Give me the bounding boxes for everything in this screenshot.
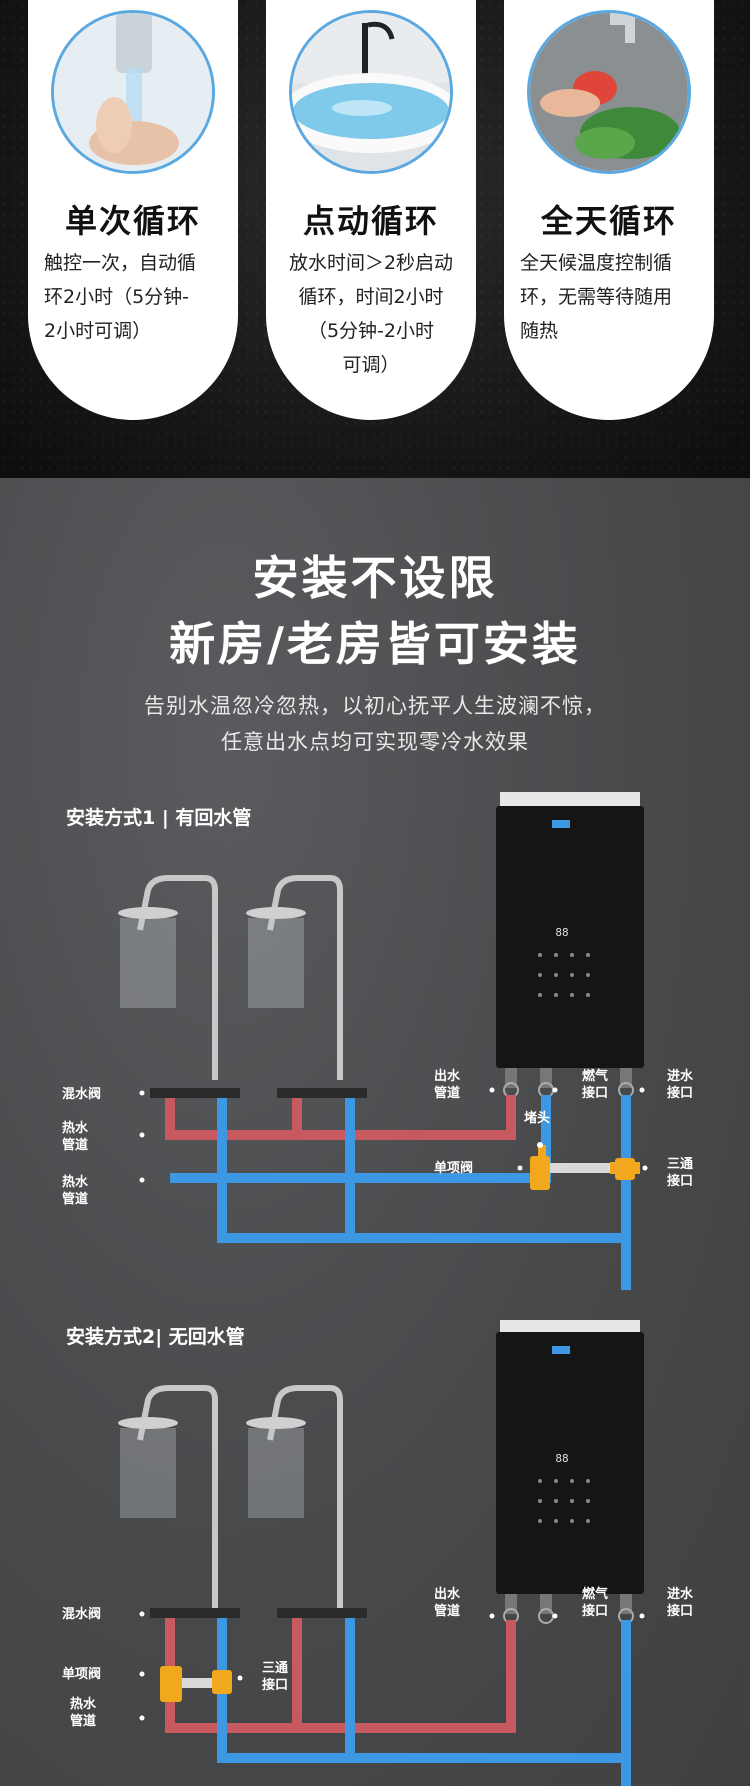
headline-line1: 安装不设限 [252, 551, 498, 605]
label-hot-pipe-2: 热水管道 [62, 1175, 89, 1207]
check-valve-icon [160, 1666, 182, 1702]
tee-connector-icon [212, 1670, 232, 1694]
mixer-valve-bar [277, 1608, 367, 1618]
label-inlet-port: 进水接口 [667, 1587, 694, 1619]
shower-head-icon [118, 1385, 218, 1608]
label-mix-valve: 混水阀 [62, 1607, 102, 1622]
cold-water-pipe [217, 1618, 631, 1786]
label-outlet-pipe: 出水管道 [434, 1069, 461, 1101]
label-hot-pipe: 热水管道 [62, 1121, 89, 1153]
shower-head-icon [246, 1385, 343, 1608]
subtitle-line2: 任意出水点均可实现零冷水效果 [221, 730, 529, 754]
headline-line2: 新房/老房皆可安装 [169, 617, 581, 671]
label-tee-port: 三通接口 [667, 1157, 694, 1189]
bathtub-photo [289, 10, 453, 174]
card-single-cycle: 单次循环 触控一次，自动循 环2小时（5分钟- 2小时可调） [28, 0, 238, 420]
label-hot-pipe: 热水管道 [70, 1697, 97, 1729]
label-plug: 堵头 [524, 1111, 551, 1126]
hot-water-pipe [165, 1095, 516, 1140]
mixer-valve-bar [150, 1608, 240, 1618]
shower-head-icon [246, 875, 343, 1080]
tee-connector-icon [610, 1158, 640, 1180]
water-heater-icon: 88 [496, 1320, 644, 1624]
mixer-valve-bar [277, 1088, 367, 1098]
circulation-modes-section: 单次循环 触控一次，自动循 环2小时（5分钟- 2小时可调） 点动循环 [0, 0, 750, 478]
card-description: 全天候温度控制循 环，无需等待随用 随热 [520, 252, 673, 342]
svg-text:88: 88 [555, 1452, 568, 1465]
method1-diagram: 88 [118, 792, 648, 1290]
card-title: 点动循环 [302, 202, 439, 240]
label-mix-valve: 混水阀 [62, 1087, 102, 1102]
cold-water-pipe [170, 1095, 631, 1290]
water-heater-icon: 88 [496, 792, 644, 1098]
method2-diagram: 88 [118, 1320, 645, 1786]
card-description: 放水时间＞2秒启动 循环，时间2小时 （5分钟-2小时 可调） [288, 252, 454, 376]
label-outlet-pipe: 出水管道 [434, 1587, 461, 1619]
mixer-valve-bar [150, 1088, 240, 1098]
method2-title: 安装方式2| 无回水管 [66, 1326, 245, 1348]
card-pulse-cycle: 点动循环 放水时间＞2秒启动 循环，时间2小时 （5分钟-2小时 可调） [266, 0, 476, 420]
label-check-valve: 单项阀 [434, 1161, 474, 1176]
label-tee-port: 三通接口 [262, 1661, 289, 1693]
card-title: 全天循环 [540, 202, 677, 240]
method1-title: 安装方式1 | 有回水管 [66, 807, 252, 829]
shower-head-icon [118, 875, 218, 1080]
label-check-valve: 单项阀 [62, 1667, 102, 1682]
hand-under-faucet-photo [51, 10, 215, 174]
label-gas-port: 燃气接口 [582, 1587, 609, 1619]
label-gas-port: 燃气接口 [582, 1069, 609, 1101]
card-title: 单次循环 [64, 202, 201, 240]
card-description: 触控一次，自动循 环2小时（5分钟- 2小时可调） [44, 252, 197, 342]
washing-vegetables-photo [527, 10, 691, 174]
subtitle-line1: 告别水温忽冷忽热，以初心抚平人生波澜不惊， [144, 694, 606, 718]
card-all-day-cycle: 全天循环 全天候温度控制循 环，无需等待随用 随热 [504, 0, 714, 420]
check-valve-icon [530, 1145, 550, 1190]
label-inlet-port: 进水接口 [667, 1069, 694, 1101]
svg-text:88: 88 [555, 926, 568, 939]
